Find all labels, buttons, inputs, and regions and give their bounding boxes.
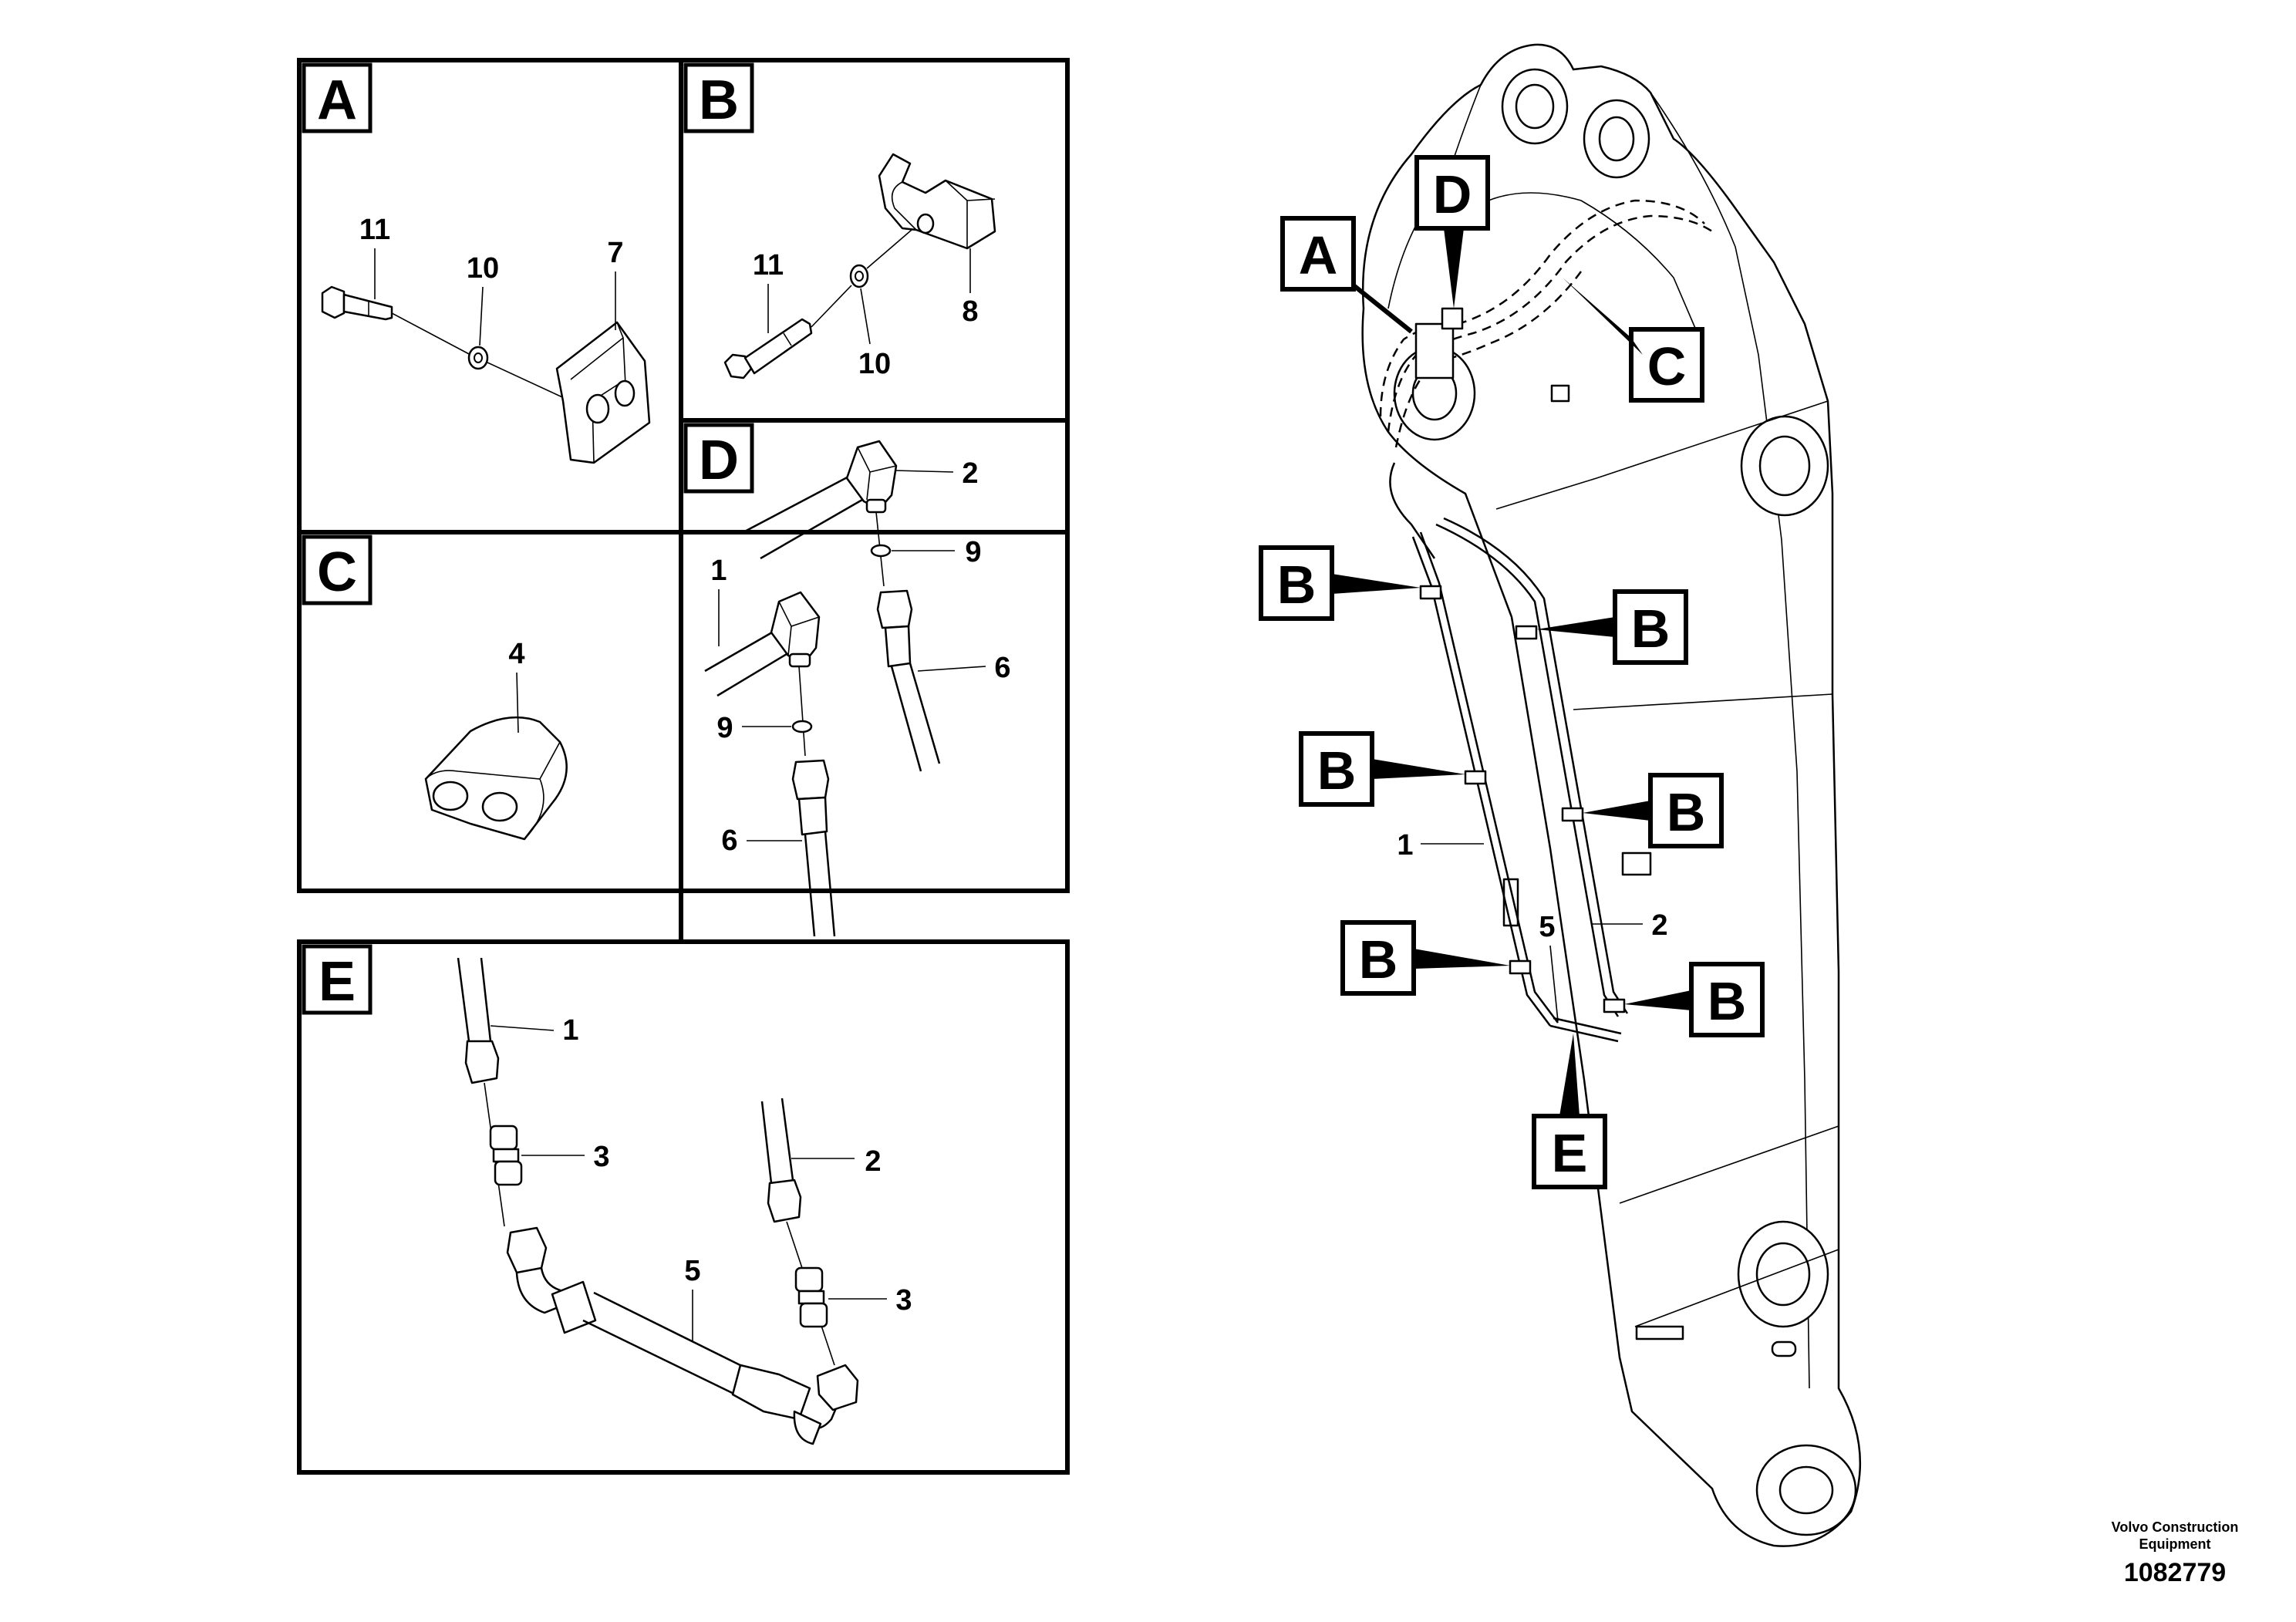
callout-a: A [1280,216,1413,334]
pipe [506,1226,859,1445]
label-adapter-right: 3 [895,1284,912,1317]
svg-text:B: B [1277,555,1317,615]
label-adapter-left: 3 [593,1141,609,1173]
line-2 [1435,517,1629,1017]
panel-c: C 4 [302,534,568,841]
label-oring-lower: 9 [716,712,733,744]
panel-b-label: B [699,69,739,131]
label-pipe-5: 5 [1539,911,1555,943]
label-clamp: 7 [607,237,623,269]
label-hose-lower: 6 [721,824,737,857]
panel-a: A 11 10 7 [302,62,651,464]
panel-grid [297,58,1070,1475]
callout-e: E [1532,1034,1607,1189]
block [424,716,568,841]
callout-b5: B [1340,920,1510,996]
company-line-1: Volvo Construction [2112,1519,2239,1535]
svg-text:B: B [1317,740,1357,801]
clamp [555,321,651,464]
svg-text:B: B [1631,599,1671,659]
bolt [723,318,813,379]
panel-b: B 11 10 8 [683,62,996,380]
doc-number: 1082779 [2124,1558,2226,1587]
bolt [321,285,393,321]
adapter-left [489,1125,523,1186]
hose-lower [791,759,836,937]
callout-b3: B [1299,731,1465,807]
footer: Volvo Construction Equipment 1082779 [2112,1519,2239,1587]
tube-left [457,957,500,1084]
panel-d-label: D [699,430,739,491]
label-line-2: 2 [1651,909,1667,942]
callout-d: D [1414,155,1490,309]
boom-assembly: A D C B B B B [1259,43,1862,1547]
svg-text:D: D [1433,164,1472,224]
panel-c-label: C [317,541,357,603]
line-1 [1411,531,1559,1027]
hose-upper [876,589,941,772]
tube-right [760,1098,802,1223]
panel-e-label: E [319,951,356,1013]
label-hose-upper: 6 [994,652,1010,684]
svg-text:B: B [1359,929,1398,990]
label-bolt: 11 [753,249,784,282]
label-line-1: 1 [1397,829,1413,862]
tube-lower [704,591,821,697]
callout-b6: B [1624,962,1765,1037]
tube-upper [740,440,898,560]
label-block: 8 [962,295,978,328]
label-oring-upper: 9 [965,536,981,568]
adapter-right [794,1266,828,1328]
label-tube-upper: 2 [962,457,978,490]
block [878,153,996,250]
label-tube-right: 2 [865,1145,881,1178]
label-washer: 10 [467,252,499,285]
label-bolt: 11 [359,214,390,246]
oring-lower [791,720,813,733]
callout-c: C [1563,278,1704,403]
svg-text:C: C [1647,336,1687,396]
oring-upper [870,544,892,558]
callout-b4: B [1583,773,1724,848]
callout-b1: B [1259,545,1421,621]
svg-text:B: B [1708,971,1747,1031]
label-tube-lower: 1 [710,555,727,587]
svg-text:E: E [1552,1123,1588,1183]
label-washer: 10 [858,348,891,380]
panel-a-label: A [317,69,357,131]
panel-e: E [302,944,912,1445]
panel-d: D [683,423,1011,937]
company-line-2: Equipment [2139,1536,2211,1552]
svg-text:B: B [1667,782,1706,842]
label-tube-left: 1 [562,1014,578,1047]
label-pipe: 5 [684,1255,700,1287]
svg-text:A: A [1299,225,1338,285]
callout-b2: B [1536,589,1688,665]
pipe-5 [1549,1017,1622,1043]
label-block: 4 [508,638,524,670]
